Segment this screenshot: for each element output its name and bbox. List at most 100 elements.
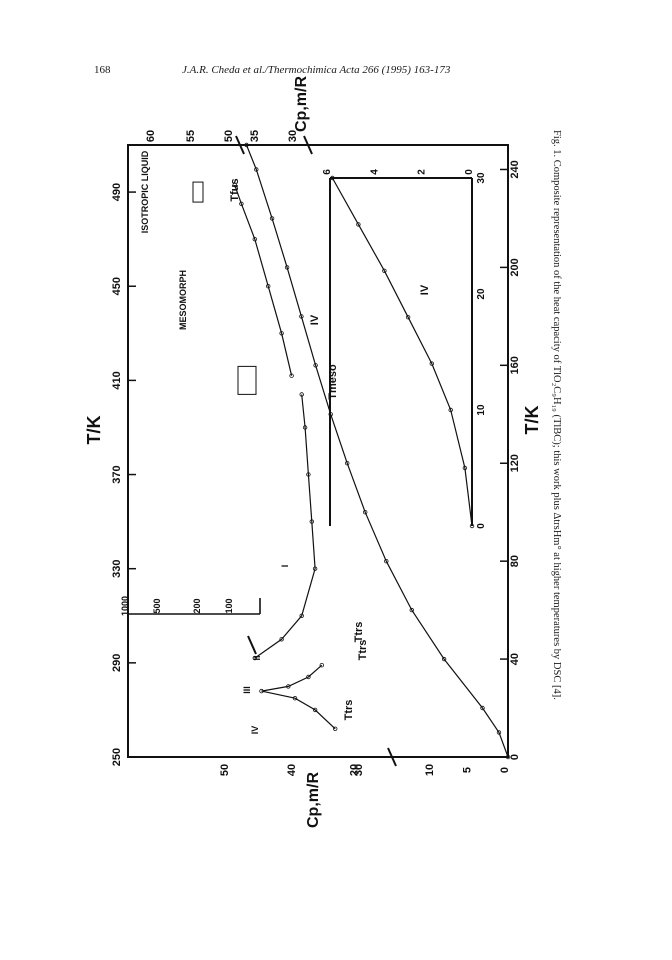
tick-label-inset-x: 30	[476, 172, 487, 184]
tick-label-upper-x: 250	[111, 748, 123, 766]
tick-label-top-y: 50	[223, 130, 235, 142]
tick-label-log-inset: 100	[224, 598, 234, 613]
tick-label-lower-x: 80	[509, 555, 521, 567]
upper-point	[312, 707, 318, 713]
plot-frame	[127, 144, 509, 758]
tick-label-log-inset: 500	[152, 598, 162, 613]
region-label: IV	[250, 726, 260, 735]
lower-series	[245, 144, 509, 758]
region-label: II	[252, 655, 262, 660]
axis-title-upper-x: T/K	[84, 416, 104, 445]
tick-label-upper-x: 450	[111, 277, 123, 295]
upper-series-1	[254, 394, 316, 659]
tick-label-lower-y: 5	[461, 767, 473, 773]
region-label-lower: IV	[309, 314, 321, 325]
tick-label-lower-x: 240	[509, 160, 521, 178]
tick-label-upper-y: 40	[286, 764, 298, 776]
upper-point	[286, 684, 291, 689]
journal-reference: J.A.R. Cheda et al./Thermochimica Acta 2…	[182, 64, 451, 76]
axis-break-top	[235, 135, 313, 155]
region-label: III	[242, 686, 252, 694]
lower-point	[254, 167, 259, 172]
upper-point	[279, 331, 284, 336]
upper-point	[259, 688, 264, 694]
lower-point	[496, 730, 502, 735]
transition-annotation: Tmeso	[327, 364, 339, 400]
inset-log-frame	[128, 598, 261, 615]
labels-group: 2502903303704104504900408012016020024030…	[84, 76, 542, 828]
upper-point	[279, 637, 284, 642]
upper-point	[232, 182, 237, 188]
tick-label-log-inset: 1000	[120, 596, 130, 616]
inset-point	[356, 222, 361, 227]
tick-label-lower-x: 40	[509, 653, 521, 665]
tick-label-lower-y: 20	[349, 764, 361, 776]
tick-label-lower-x: 120	[509, 454, 521, 472]
lower-point	[269, 216, 275, 221]
tick-label-lower-x: 160	[509, 356, 521, 374]
lower-point	[363, 510, 368, 515]
tick-label-upper-y: 30	[353, 764, 365, 776]
tick-label-inset-x: 20	[476, 288, 487, 300]
transition-annotation: Ttrs	[353, 622, 365, 643]
tick-label-lower-y: 10	[424, 764, 436, 776]
lower-point	[441, 656, 447, 662]
inset-lowT-frame	[329, 177, 473, 526]
axis-title-lower-x: T/K	[522, 406, 542, 435]
tick-label-lower-x: 0	[509, 754, 521, 760]
lower-point	[345, 461, 350, 466]
axis-break-bottom	[247, 635, 397, 767]
tick-label-inset-y: 6	[322, 169, 333, 175]
tick-label-upper-x: 290	[111, 654, 123, 672]
region-label-inset: IV	[419, 284, 431, 295]
tick-label-upper-x: 330	[111, 560, 123, 578]
upper-point	[289, 373, 294, 378]
meso-transition-box	[237, 365, 257, 395]
upper-point	[299, 613, 304, 618]
lower-point	[299, 314, 304, 319]
upper-point	[239, 201, 244, 206]
upper-series-2	[234, 184, 293, 376]
lower-point	[284, 265, 290, 270]
tick-label-inset-y: 0	[464, 169, 475, 175]
region-label: I	[280, 565, 290, 568]
upper-point	[306, 472, 311, 477]
tick-label-log-inset: 200	[192, 598, 202, 613]
transition-annotation: Ttrs	[343, 700, 355, 721]
tick-label-top-y: 60	[145, 130, 157, 142]
upper-point	[252, 655, 257, 661]
tick-label-top-y: 55	[185, 130, 197, 142]
inset-point	[405, 315, 411, 320]
region-label: MESOMORPH	[178, 270, 188, 330]
inset-point	[382, 268, 387, 273]
page-header: 168 J.A.R. Cheda et al./Thermochimica Ac…	[0, 64, 672, 82]
lower-point	[313, 363, 318, 368]
tick-label-upper-x: 490	[111, 183, 123, 201]
upper-point	[292, 696, 298, 701]
upper-point	[312, 566, 318, 571]
upper-series-0	[261, 664, 336, 730]
tick-label-top-y: 35	[249, 130, 261, 142]
page-number: 168	[94, 64, 111, 76]
upper-point	[266, 284, 271, 289]
curves-group	[192, 142, 511, 760]
region-label: ISOTROPIC LIQUID	[140, 150, 150, 233]
tick-label-inset-x: 0	[476, 523, 487, 529]
lower-point	[409, 607, 414, 613]
tick-label-inset-y: 2	[417, 169, 428, 175]
axis-title-y-top: Cp,m/R	[293, 76, 310, 132]
tick-label-upper-x: 410	[111, 371, 123, 389]
tick-label-upper-y: 50	[219, 764, 231, 776]
upper-point	[319, 663, 324, 668]
inset-point	[462, 465, 468, 471]
upper-point	[309, 519, 314, 524]
tick-label-lower-x: 200	[509, 258, 521, 276]
axis-title-y-bottom: Cp,m/R	[305, 772, 322, 828]
fus-transition-box	[192, 181, 204, 203]
lower-point	[384, 559, 389, 564]
tick-label-upper-x: 370	[111, 465, 123, 483]
upper-point	[306, 674, 311, 680]
figure-caption: Fig. 1. Composite representation of the …	[551, 130, 562, 700]
lower-point	[244, 142, 249, 148]
